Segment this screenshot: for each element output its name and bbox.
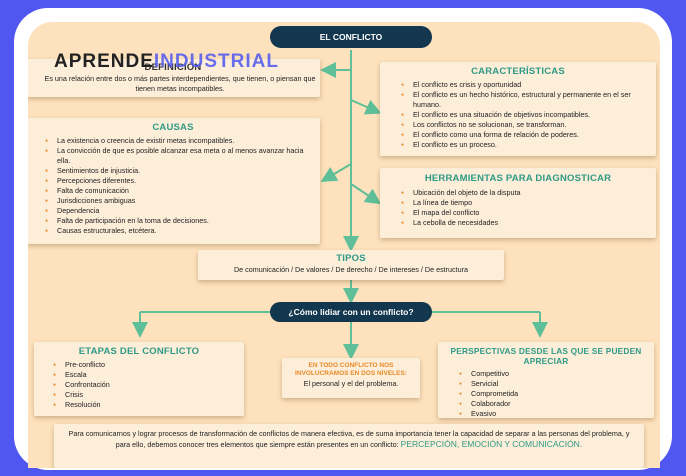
- list-item: Resolución: [52, 400, 244, 410]
- list-item: El conflicto es una situación de objetiv…: [400, 110, 650, 120]
- perspectivas-list: Competitivo Servicial Comprometida Colab…: [438, 369, 654, 419]
- diagram-canvas: EL CONFLICTO DEFINICIÓN Es una relación …: [28, 22, 660, 468]
- list-item: La existencia o creencia de existir meta…: [44, 136, 306, 146]
- list-item: El conflicto es un proceso.: [400, 140, 650, 150]
- etapas-box: ETAPAS DEL CONFLICTO Pre-conflicto Escal…: [34, 342, 244, 416]
- watermark-logo: APRENDEINDUSTRIAL: [54, 51, 279, 72]
- title-pill: EL CONFLICTO: [270, 26, 432, 48]
- tipos-text: De comunicación / De valores / De derech…: [233, 265, 469, 274]
- arrow-causas: [320, 163, 352, 183]
- causas-heading: CAUSAS: [152, 122, 194, 133]
- list-item: Causas estructurales, etcétera.: [44, 226, 306, 236]
- perspectivas-box: PERSPECTIVAS DESDE LAS QUE SE PUEDEN APR…: [438, 342, 654, 419]
- caracteristicas-list: El conflicto es crisis y oportunidad El …: [380, 80, 656, 150]
- perspectivas-heading: PERSPECTIVAS DESDE LAS QUE SE PUEDEN APR…: [450, 346, 642, 366]
- list-item: Ubicación del objeto de la disputa: [400, 188, 656, 198]
- list-item: Pre-conflicto: [52, 360, 244, 370]
- connector-arrows: [132, 50, 548, 360]
- footer-box: Para comunicarnos y lograr procesos de t…: [54, 424, 644, 468]
- caracteristicas-heading: CARACTERÍSTICAS: [471, 66, 565, 77]
- list-item: Los conflictos no se solucionan, se tran…: [400, 120, 650, 130]
- list-item: El conflicto como una forma de relación …: [400, 130, 650, 140]
- causas-list: La existencia o creencia de existir meta…: [28, 136, 320, 236]
- arrow-herramientas: [350, 183, 382, 205]
- list-item: La línea de tiempo: [400, 198, 656, 208]
- list-item: La convicción de que es posible alcanzar…: [44, 146, 306, 166]
- footer-text-block: Para comunicarnos y lograr procesos de t…: [54, 424, 644, 450]
- list-item: El conflicto es crisis y oportunidad: [400, 80, 650, 90]
- list-item: Dependencia: [44, 206, 306, 216]
- herramientas-box: HERRAMIENTAS PARA DIAGNOSTICAR Ubicación…: [380, 168, 656, 238]
- caracteristicas-box: CARACTERÍSTICAS El conflicto es crisis y…: [380, 62, 656, 156]
- list-item: Jurisdicciones ambiguas: [44, 196, 306, 206]
- list-item: La cebolla de necesidades: [400, 218, 656, 228]
- niveles-heading: EN TODO CONFLICTO NOS INVOLUCRAMOS EN DO…: [295, 362, 407, 377]
- causas-box: CAUSAS La existencia o creencia de exist…: [28, 118, 320, 244]
- arrow-caracteristicas: [350, 99, 382, 115]
- list-item: Servicial: [458, 379, 654, 389]
- list-item: Falta de comunicación: [44, 186, 306, 196]
- list-item: El mapa del conflicto: [400, 208, 656, 218]
- definicion-heading: DEFINICIÓN: [144, 62, 202, 73]
- list-item: Comprometida: [458, 389, 654, 399]
- list-item: Falta de participación en la toma de dec…: [44, 216, 306, 226]
- niveles-box: EN TODO CONFLICTO NOS INVOLUCRAMOS EN DO…: [282, 358, 420, 398]
- list-item: Sentimientos de injusticia.: [44, 166, 306, 176]
- list-item: Competitivo: [458, 369, 654, 379]
- lidiar-pill: ¿Cómo lidiar con un conflicto?: [270, 302, 432, 322]
- tipos-box: TIPOS De comunicación / De valores / De …: [198, 250, 504, 280]
- list-item: Escala: [52, 370, 244, 380]
- list-item: Confrontación: [52, 380, 244, 390]
- list-item: Crisis: [52, 390, 244, 400]
- tipos-heading: TIPOS: [336, 253, 366, 264]
- definicion-box: DEFINICIÓN Es una relación entre dos o m…: [28, 59, 320, 97]
- footer-highlight: PERCEPCIÓN, EMOCIÓN Y COMUNICACIÓN.: [400, 439, 583, 449]
- herramientas-heading: HERRAMIENTAS PARA DIAGNOSTICAR: [424, 173, 612, 184]
- etapas-heading: ETAPAS DEL CONFLICTO: [78, 346, 200, 357]
- herramientas-list: Ubicación del objeto de la disputa La lí…: [380, 188, 656, 228]
- etapas-list: Pre-conflicto Escala Confrontación Crisi…: [34, 360, 244, 410]
- definicion-text: Es una relación entre dos o más partes i…: [44, 74, 316, 93]
- footer-text: Para comunicarnos y lograr procesos de t…: [68, 429, 630, 449]
- list-item: Evasivo: [458, 409, 654, 419]
- list-item: El conflicto es un hecho histórico, estr…: [400, 90, 650, 110]
- list-item: Colaborador: [458, 399, 654, 409]
- niveles-text: El personal y el del problema.: [303, 379, 399, 388]
- list-item: Percepciones diferentes.: [44, 176, 306, 186]
